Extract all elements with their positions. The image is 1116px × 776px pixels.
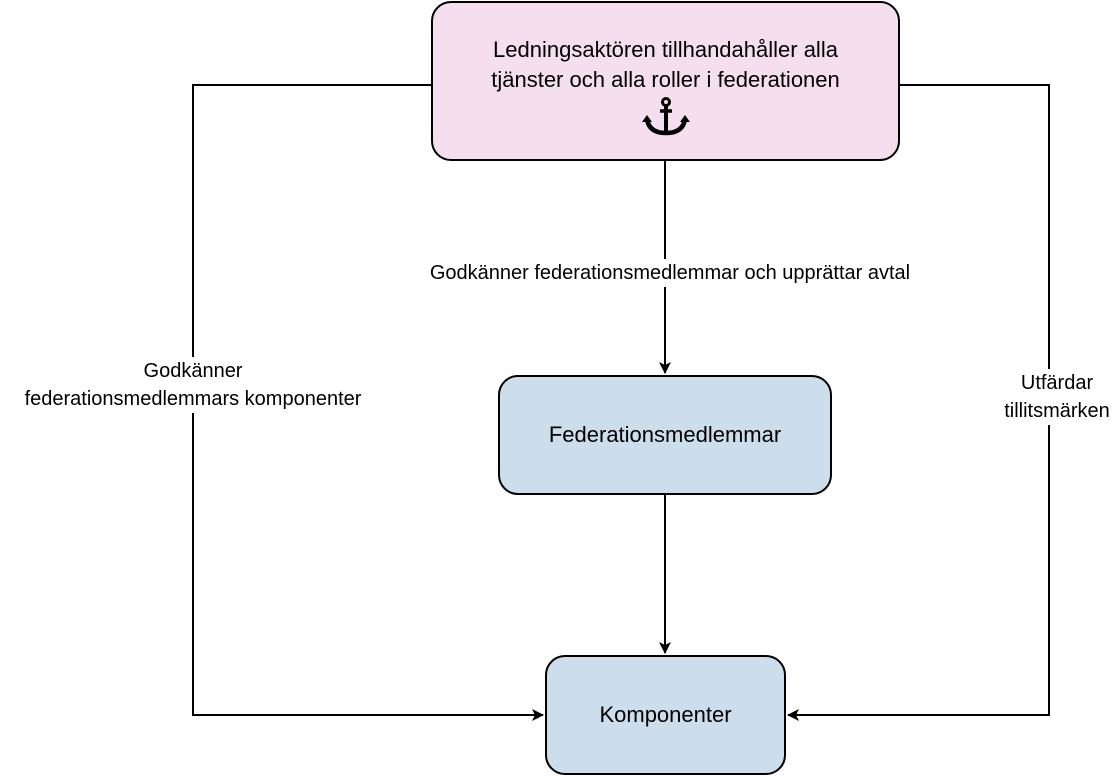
node-components-label: Komponenter <box>599 702 732 727</box>
node-federation-members-label: Federationsmedlemmar <box>548 422 782 447</box>
edge-label-approve-members: Godkänner federationsmedlemmar och upprä… <box>405 259 935 287</box>
node-management-actor-label: Ledningsaktören tillhandahåller alla tjä… <box>491 37 840 92</box>
node-management-actor: Ledningsaktören tillhandahåller alla tjä… <box>431 1 900 161</box>
node-components: Komponenter <box>545 655 786 775</box>
node-federation-members: Federationsmedlemmar <box>498 375 832 495</box>
anchor-icon <box>641 97 690 136</box>
